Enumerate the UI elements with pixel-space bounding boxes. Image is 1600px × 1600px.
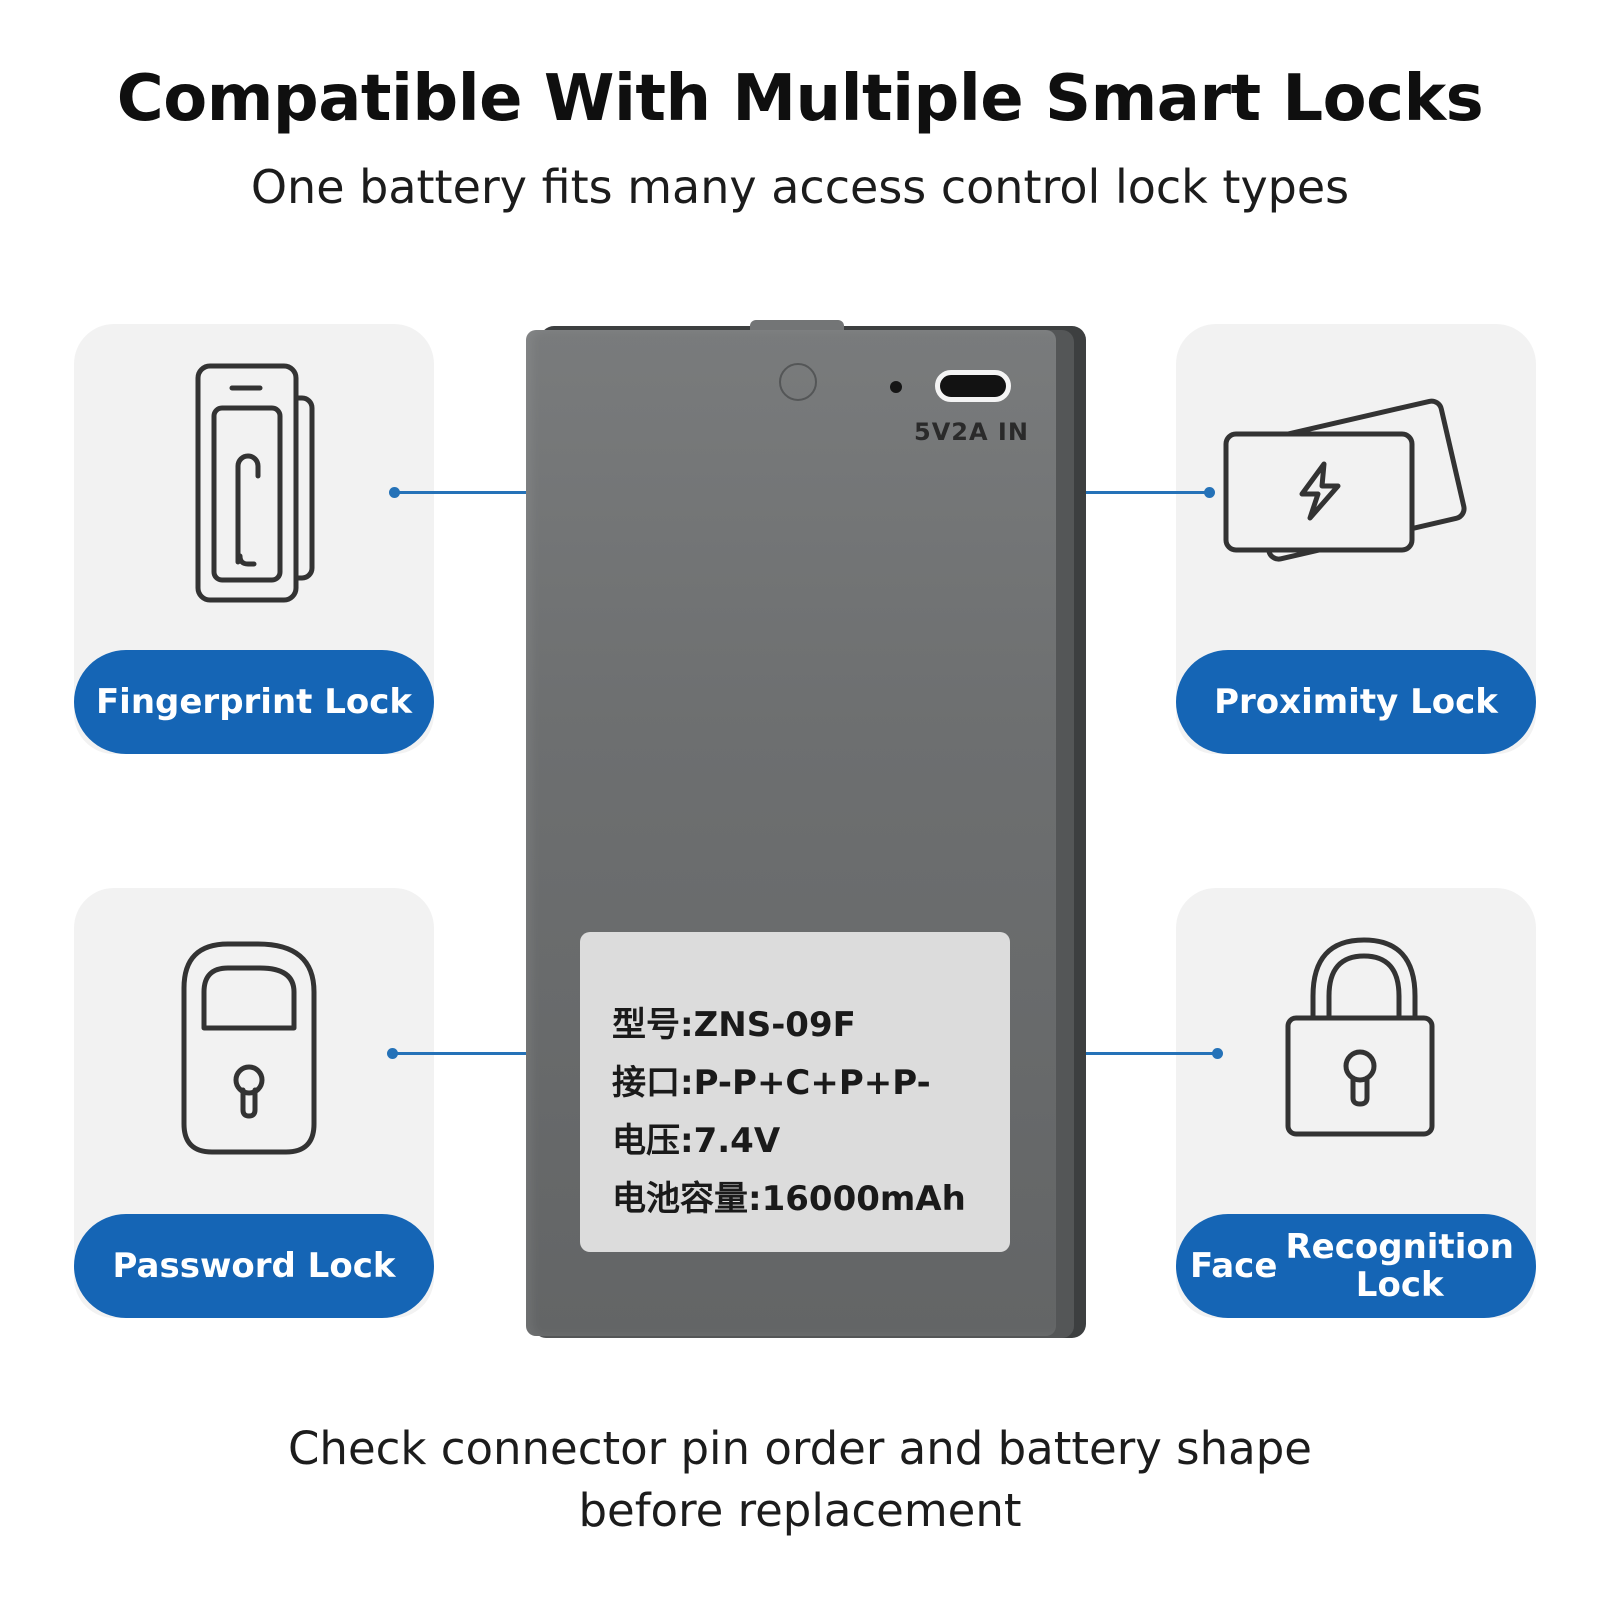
spec-model: 型号:ZNS-09F: [612, 1005, 856, 1045]
footer-note: Check connector pin order and battery sh…: [0, 1418, 1600, 1542]
keypad-lock-icon: [181, 941, 317, 1155]
footer-line2: before replacement: [578, 1484, 1022, 1537]
padlock-icon: [1285, 937, 1435, 1137]
lock-card-password: Password Lock: [74, 888, 434, 1318]
connector-line-password: [392, 1052, 566, 1055]
page-subtitle: One battery fits many access control loc…: [250, 160, 1350, 214]
page-title: Compatible With Multiple Smart Locks: [116, 62, 1484, 136]
fingerprint-lock-label: Fingerprint Lock: [74, 650, 434, 754]
lock-card-face-recognition: Face Recognition Lock: [1176, 888, 1536, 1318]
footer-line1: Check connector pin order and battery sh…: [288, 1422, 1312, 1475]
connector-dot-password: [387, 1048, 398, 1059]
lock-card-fingerprint: Fingerprint Lock: [74, 324, 434, 754]
rfid-card-icon: [1223, 398, 1467, 562]
connector-line-fingerprint: [394, 491, 566, 494]
connector-dot-face-recognition: [1212, 1048, 1223, 1059]
face-recognition-lock-label: Face Recognition Lock: [1176, 1214, 1536, 1318]
spec-capacity: 电池容量:16000mAh: [612, 1179, 966, 1219]
face-recognition-label-line2: Recognition Lock: [1285, 1227, 1514, 1305]
battery-spec-label: 型号:ZNS-09F 接口:P-P+C+P+P- 电压:7.4V 电池容量:16…: [580, 932, 1010, 1252]
usb-c-port-icon: [935, 370, 1011, 402]
proximity-lock-label: Proximity Lock: [1176, 650, 1536, 754]
port-label: 5V2A IN: [914, 418, 1029, 446]
face-recognition-label-line1: Face: [1190, 1246, 1278, 1286]
connector-line-face-recognition: [1022, 1052, 1218, 1055]
fingerprint-scanner-icon: [195, 363, 315, 603]
spec-interface: 接口:P-P+C+P+P-: [612, 1063, 931, 1103]
lock-card-proximity: Proximity Lock: [1176, 324, 1536, 754]
password-lock-label: Password Lock: [74, 1214, 434, 1318]
connector-line-proximity: [1022, 491, 1210, 494]
connector-dot-proximity: [1204, 487, 1215, 498]
connector-dot-fingerprint: [389, 487, 400, 498]
indicator-led-icon: [890, 381, 902, 393]
power-button-icon: [779, 363, 817, 401]
spec-voltage: 电压:7.4V: [612, 1121, 781, 1161]
